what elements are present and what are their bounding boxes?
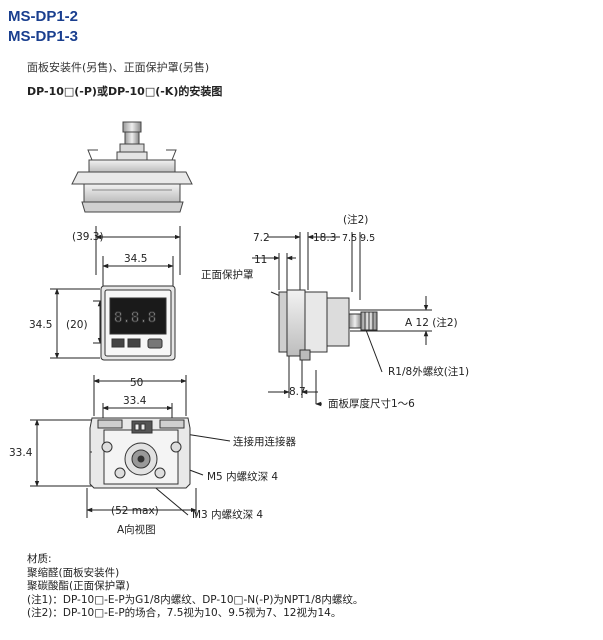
material-title: 材质: — [27, 553, 52, 565]
a-view-title: A向视图 — [117, 523, 156, 536]
label-panel-thickness: 面板厚度尺寸1～6 — [328, 397, 415, 410]
label-thread: R1/8外螺纹(注1) — [388, 365, 469, 378]
label-m3-thread: M3 内螺纹深 4 — [192, 508, 263, 521]
note-1: (注1)：DP-10□-E-P为G1/8内螺纹、DP-10□-N(-P)为NPT… — [27, 593, 364, 606]
notes: 材质: 聚缩醛(面板安装件) 聚碳酸酯(正面保护罩) (注1)：DP-10□-E… — [27, 553, 363, 621]
dim-front-outer-width: (39.3) — [72, 231, 104, 243]
note-2: (注2)：DP-10□-E-P的场合，7.5视为10、9.5视为7、12视为14… — [27, 607, 342, 620]
svg-text:8.8.8: 8.8.8 — [114, 310, 156, 326]
dim-a-50: 50 — [130, 377, 143, 389]
dim-side-18-3: 18.3 — [313, 232, 336, 244]
model-title-1: MS-DP1-2 — [8, 8, 79, 25]
label-front-cover: 正面保护罩 — [201, 268, 254, 281]
dim-side-9-5: 9.5 — [360, 233, 375, 244]
side-body — [278, 289, 378, 361]
dim-side-8-7: 8.7 — [289, 386, 306, 398]
a-view-body — [89, 417, 191, 489]
subcaption: DP-10□(-P)或DP-10□(-K)的安装图 — [27, 85, 223, 98]
dim-front-inner-width: 34.5 — [124, 253, 147, 265]
model-title-2: MS-DP1-3 — [8, 28, 79, 45]
material-2: 聚碳酸酯(正面保护罩) — [27, 580, 130, 593]
dim-a-52max: (52 max) — [111, 505, 159, 517]
dim-side-7-2: 7.2 — [253, 232, 270, 244]
side-note-2-top: (注2) — [343, 213, 368, 226]
dim-front-inner-height: (20) — [66, 319, 88, 331]
label-a12: A 12 (注2) — [405, 316, 458, 329]
label-m5-thread: M5 内螺纹深 4 — [207, 470, 278, 483]
front-body: 8.8.8 — [100, 285, 176, 361]
material-1: 聚缩醛(面板安装件) — [27, 566, 120, 579]
dim-a-33-4-top: 33.4 — [123, 395, 147, 407]
dim-side-11: 11 — [254, 254, 267, 266]
dim-side-7-5: 7.5 — [342, 233, 357, 244]
dim-a-33-4-left: 33.4 — [9, 447, 33, 459]
dim-front-height: 34.5 — [29, 319, 52, 331]
label-connector: 连接用连接器 — [233, 435, 296, 448]
top-view — [71, 121, 193, 213]
caption: 面板安装件(另售)、正面保护罩(另售) — [27, 61, 210, 74]
